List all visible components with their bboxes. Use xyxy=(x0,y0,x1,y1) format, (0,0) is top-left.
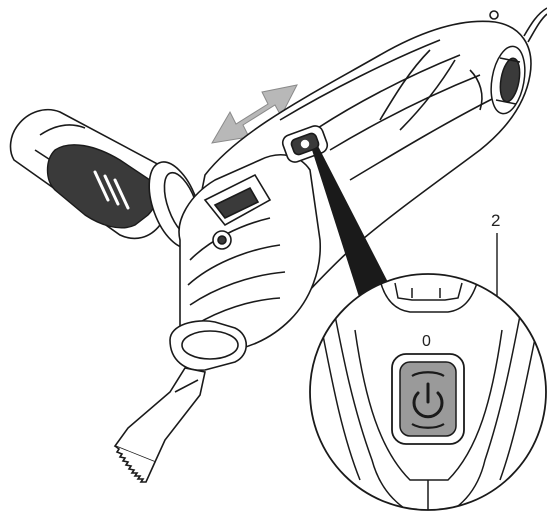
oscillating-blade xyxy=(113,367,206,483)
power-cord xyxy=(489,7,547,43)
rear-vent xyxy=(490,45,526,115)
switch-label: 0 xyxy=(422,333,431,350)
blade-clamp xyxy=(169,320,248,371)
callout-pointer xyxy=(312,146,392,300)
callout-number: 2 xyxy=(491,211,500,230)
double-arrow-icon xyxy=(211,84,298,144)
magnified-detail xyxy=(309,273,547,511)
power-icon xyxy=(412,382,444,419)
handle-grip xyxy=(46,144,158,229)
power-switch-enlarged xyxy=(391,353,465,445)
